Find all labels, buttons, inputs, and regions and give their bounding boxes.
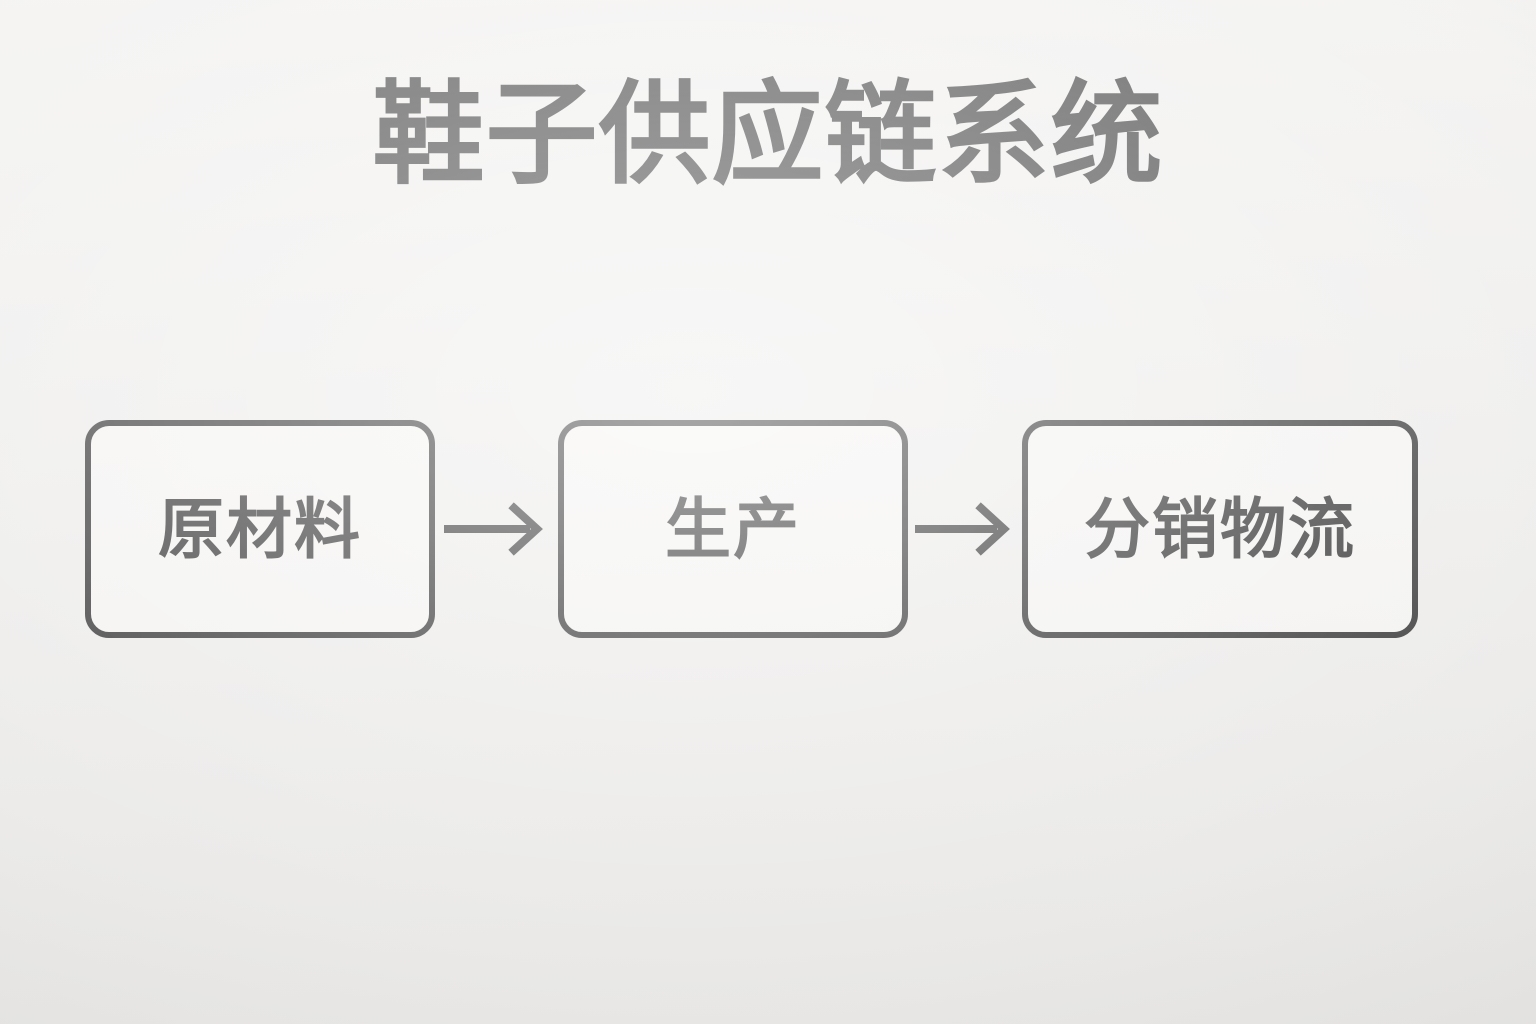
flow-node-label: 分销物流 xyxy=(1084,492,1356,566)
flow-node-production[interactable]: 生产 xyxy=(558,420,908,638)
flow-node-label: 生产 xyxy=(665,492,801,566)
flow-node-label: 原材料 xyxy=(158,492,362,566)
arrow-right-icon xyxy=(908,499,1022,559)
flow-node-raw-materials[interactable]: 原材料 xyxy=(85,420,435,638)
flow-node-distribution-logistics[interactable]: 分销物流 xyxy=(1022,420,1418,638)
arrow-right-icon xyxy=(435,499,558,559)
page-title: 鞋子供应链系统 xyxy=(372,72,1164,197)
flow-chart: 原材料 生产 分销物流 xyxy=(85,420,1418,638)
